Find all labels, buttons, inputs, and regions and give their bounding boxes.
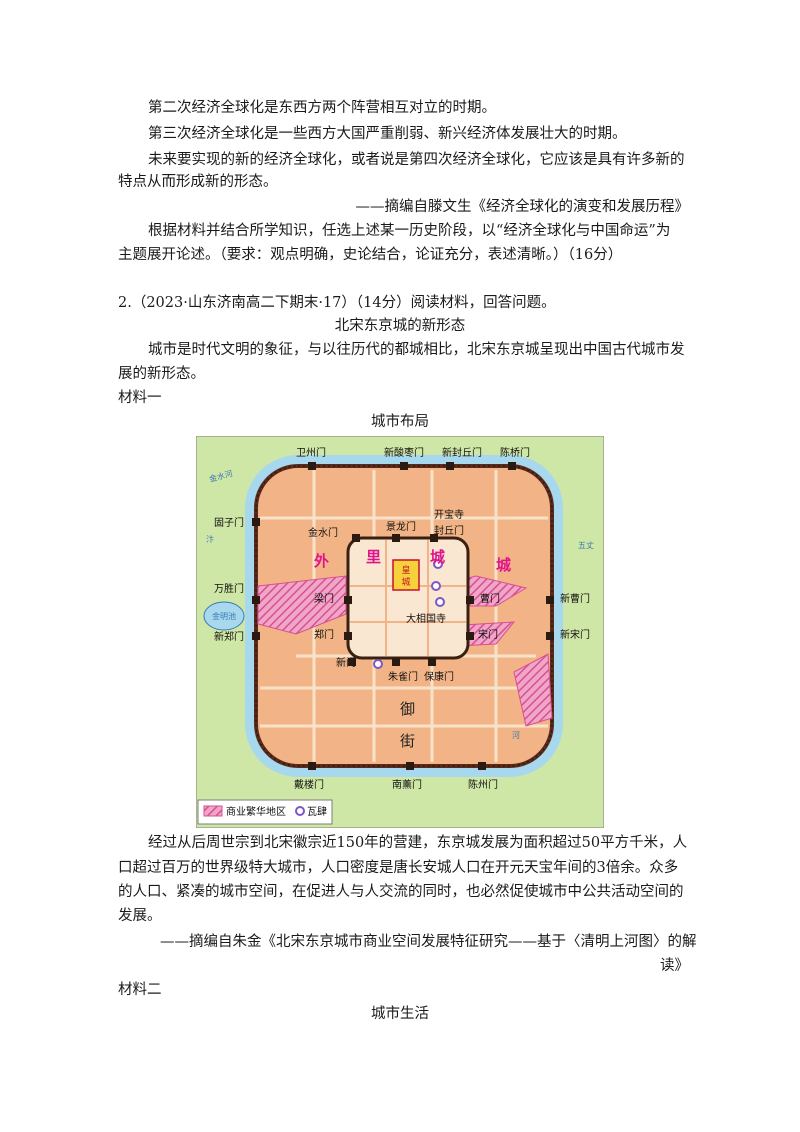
svg-text:商业繁华地区: 商业繁华地区 [226, 805, 286, 818]
text-line: 特点从而形成新的形态。 [118, 174, 278, 190]
text-line: 的人口、紧凑的城市空间，在促进人与人交流的同时，也必然促使城市中公共活动空间的 [118, 884, 684, 900]
citation: 读》 [660, 958, 689, 974]
svg-text:汴: 汴 [206, 534, 214, 544]
material-label: 材料二 [118, 982, 162, 998]
svg-text:城: 城 [401, 577, 410, 588]
text-line: 展的新形态。 [118, 366, 205, 382]
svg-text:曹门: 曹门 [480, 592, 500, 605]
svg-text:戴楼门: 戴楼门 [294, 778, 324, 791]
map-legend: 商业繁华地区 瓦肆 [197, 799, 333, 825]
svg-text:保康门: 保康门 [424, 670, 454, 683]
text-line: 口超过百万的世界级特大城市，人口密度是唐长安城人口在开元天宝年间的3倍余。众多 [118, 860, 679, 876]
text-line: 经过从后周世宗到北宋徽宗近150年的营建，东京城发展为面积超过50平方千米，人 [148, 835, 688, 851]
svg-text:陈州门: 陈州门 [468, 778, 498, 791]
svg-text:南薰门: 南薰门 [392, 778, 422, 791]
svg-text:固子门: 固子门 [214, 516, 244, 529]
city-layout-map: 皇 城 金水河 汴 五丈 河 金明池 外 里 城 城 御 街 卫州门 新酸枣门 … [196, 436, 604, 828]
svg-text:开宝寺: 开宝寺 [434, 508, 464, 521]
figure-title: 城市布局 [371, 414, 429, 430]
imperial-city [392, 559, 420, 591]
svg-text:新酸枣门: 新酸枣门 [384, 446, 424, 459]
material-label: 材料一 [118, 390, 162, 406]
svg-text:皇: 皇 [401, 564, 410, 576]
svg-text:大相国寺: 大相国寺 [406, 612, 446, 625]
text-line: 第二次经济全球化是东西方两个阵营相互对立的时期。 [148, 100, 496, 116]
svg-text:瓦肆: 瓦肆 [307, 806, 327, 818]
svg-text:新曹门: 新曹门 [560, 592, 590, 605]
svg-text:街: 街 [400, 732, 415, 750]
question-header: 2.（2023·山东济南高二下期末·17）（14分）阅读材料，回答问题。 [118, 295, 556, 311]
svg-text:御: 御 [400, 700, 415, 718]
text-line: 发展。 [118, 908, 162, 924]
figure-title: 城市生活 [371, 1006, 429, 1022]
svg-text:城: 城 [496, 556, 511, 574]
section-title: 北宋东京城的新形态 [334, 318, 466, 334]
svg-text:陈桥门: 陈桥门 [500, 446, 530, 459]
svg-text:金水门: 金水门 [308, 526, 338, 539]
citation: ——摘编自朱金《北宋东京城市商业空间发展特征研究——基于〈清明上河图〉的解 [160, 934, 697, 950]
svg-text:五丈: 五丈 [578, 540, 594, 550]
svg-text:里: 里 [366, 548, 381, 566]
svg-text:封丘门: 封丘门 [434, 524, 464, 537]
wasi-markers [373, 559, 445, 669]
svg-text:梁门: 梁门 [314, 592, 334, 605]
svg-text:新郑门: 新郑门 [214, 630, 244, 643]
citation: ——摘编自滕文生《经济全球化的演变和发展历程》 [355, 199, 690, 215]
svg-text:金明池: 金明池 [212, 611, 236, 621]
moat [245, 455, 563, 777]
svg-text:宋门: 宋门 [478, 628, 498, 641]
text-line: 城市是时代文明的象征，与以往历代的都城相比，北宋东京城呈现出中国古代城市发 [148, 342, 685, 358]
svg-text:新封丘门: 新封丘门 [442, 446, 482, 459]
text-line: 根据材料并结合所学知识，任选上述某一历史阶段，以“经济全球化与中国命运”为 [148, 223, 671, 239]
text-line: 主题展开论述。（要求：观点明确，史论结合，论证充分，表述清晰。）（16分） [118, 247, 623, 263]
svg-text:朱雀门: 朱雀门 [388, 670, 418, 683]
svg-text:城: 城 [430, 548, 445, 566]
jinming-pond [203, 601, 245, 631]
text-line: 第三次经济全球化是一些西方大国严重削弱、新兴经济体发展壮大的时期。 [148, 126, 627, 142]
svg-text:景龙门: 景龙门 [386, 520, 416, 533]
text-line: 未来要实现的新的经济全球化，或者说是第四次经济全球化，它应该是具有许多新的 [148, 152, 685, 168]
svg-text:外: 外 [313, 552, 329, 570]
svg-text:新门: 新门 [336, 656, 356, 669]
svg-text:卫州门: 卫州门 [296, 446, 326, 459]
svg-text:河: 河 [512, 730, 520, 740]
svg-text:郑门: 郑门 [314, 628, 334, 641]
svg-text:万胜门: 万胜门 [214, 582, 244, 595]
svg-text:新宋门: 新宋门 [560, 628, 590, 641]
